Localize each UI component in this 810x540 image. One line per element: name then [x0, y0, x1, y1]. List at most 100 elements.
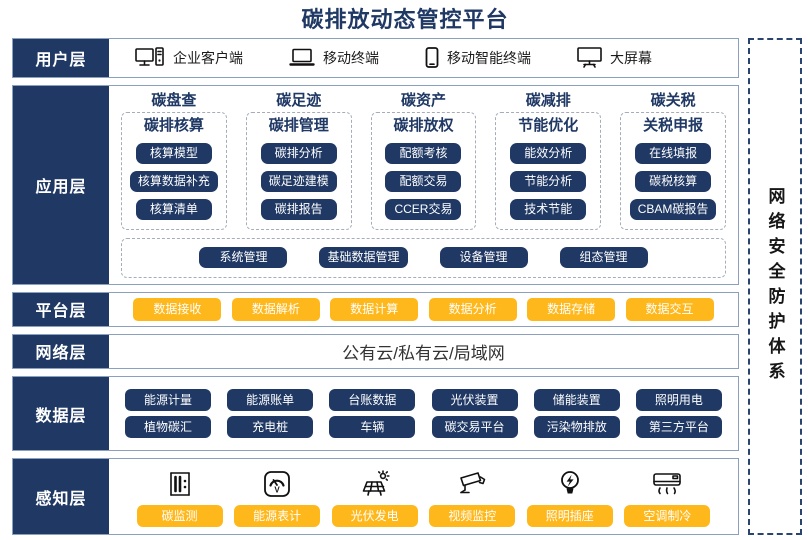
data-source-pill: 碳交易平台 [431, 416, 518, 439]
app-column-subtitle: 关税申报 [643, 116, 704, 134]
light-bulb-icon [559, 464, 581, 498]
app-column-subtitle: 节能优化 [518, 116, 579, 134]
desktop-pc-icon [135, 47, 165, 68]
app-function-pill: 技术节能 [510, 198, 587, 220]
network-layer-content: 公有云/私有云/局域网 [342, 343, 505, 363]
layer-row-user: 用户层 企业客户端 移动终端 [12, 38, 739, 78]
user-item-label: 企业客户端 [173, 49, 243, 66]
sense-item-air-conditioning: 空调制冷 [624, 464, 711, 528]
security-system-label: 网络安全防护体系 [765, 186, 785, 387]
energy-meter-icon: V [263, 464, 291, 498]
app-column-box: 碳排核算 核算模型 核算数据补充 核算清单 [121, 111, 227, 230]
sense-label: 空调制冷 [624, 505, 711, 528]
data-layer-label: 数据层 [13, 376, 109, 451]
platform-pill: 数据交互 [625, 297, 714, 321]
app-column-title: 碳关税 [650, 91, 696, 109]
user-item-mobile-terminal: 移动终端 [289, 48, 379, 68]
app-column-title: 碳足迹 [276, 91, 322, 109]
layer-stack: 用户层 企业客户端 移动终端 [12, 38, 739, 536]
data-source-row: 能源计量 能源账单 台账数据 光伏装置 储能装置 照明用电 [125, 388, 722, 411]
data-source-pill: 能源计量 [125, 388, 211, 411]
user-item-label: 移动智能终端 [447, 49, 531, 66]
layer-row-perception: 感知层 碳监测 V 能源表计 [12, 458, 739, 536]
user-item-smart-mobile-terminal: 移动智能终端 [425, 47, 531, 69]
app-layer-label: 应用层 [13, 85, 109, 284]
app-function-pill: 核算清单 [135, 198, 212, 220]
app-function-pill: 核算模型 [135, 142, 212, 164]
data-layer-content: 能源计量 能源账单 台账数据 光伏装置 储能装置 照明用电 植物碳汇 充电桩 车… [109, 377, 738, 451]
data-source-pill: 污染物排放 [533, 416, 620, 439]
app-columns: 碳盘查 碳排核算 核算模型 核算数据补充 核算清单 碳足迹 碳排管理 [121, 92, 726, 230]
app-function-pill: 在线填报 [635, 142, 712, 164]
data-source-pill: 充电桩 [227, 416, 314, 439]
layer-row-application: 应用层 碳盘查 碳排核算 核算模型 核算数据补充 核算清单 [12, 84, 739, 285]
data-source-pill: 能源账单 [227, 388, 314, 411]
user-layer-content: 企业客户端 移动终端 移动智能终端 [109, 39, 738, 77]
layer-row-data: 数据层 能源计量 能源账单 台账数据 光伏装置 储能装置 照明用电 植物碳汇 充… [12, 375, 739, 452]
data-source-row: 植物碳汇 充电桩 车辆 碳交易平台 污染物排放 第三方平台 [125, 416, 722, 439]
app-management-pill: 基础数据管理 [319, 247, 408, 269]
data-source-pill: 第三方平台 [635, 416, 722, 439]
data-source-pill: 台账数据 [329, 388, 416, 411]
sense-label: 碳监测 [136, 505, 223, 528]
user-item-label: 大屏幕 [610, 49, 652, 66]
data-source-pill: 照明用电 [635, 388, 722, 411]
air-conditioner-icon [652, 464, 682, 498]
user-item-enterprise-client: 企业客户端 [135, 47, 243, 68]
cctv-camera-icon [457, 464, 487, 498]
svg-text:V: V [274, 486, 280, 495]
app-function-pill: 配额交易 [385, 170, 462, 192]
platform-layer-content: 数据接收 数据解析 数据计算 数据分析 数据存储 数据交互 [109, 293, 738, 326]
app-column-box: 关税申报 在线填报 碳税核算 CBAM碳报告 [620, 111, 726, 230]
app-column-carbon-tariff: 碳关税 关税申报 在线填报 碳税核算 CBAM碳报告 [620, 92, 726, 230]
app-column-box: 碳排放权 配额考核 配额交易 CCER交易 [370, 111, 477, 230]
app-column-subtitle: 碳排放权 [393, 116, 454, 134]
app-function-pill: 核算数据补充 [129, 170, 218, 192]
app-column-carbon-asset: 碳资产 碳排放权 配额考核 配额交易 CCER交易 [370, 91, 477, 230]
platform-pill: 数据存储 [527, 297, 616, 321]
sense-item-solar-power: 光伏发电 [331, 464, 418, 528]
layer-row-network: 网络层 公有云/私有云/局域网 [12, 333, 739, 369]
platform-pill: 数据分析 [428, 297, 517, 321]
app-column-subtitle: 碳排管理 [268, 116, 329, 134]
app-management-pill: 设备管理 [439, 247, 528, 269]
sense-item-video-surveillance: 视频监控 [429, 464, 516, 528]
sense-label: 光伏发电 [331, 505, 418, 528]
data-source-pill: 车辆 [329, 416, 416, 439]
user-item-big-screen: 大屏幕 [577, 47, 652, 69]
app-function-pill: 配额考核 [385, 142, 462, 164]
platform-layer-label: 平台层 [13, 292, 109, 326]
diagram-body: 用户层 企业客户端 移动终端 [12, 38, 802, 536]
perception-layer-content: 碳监测 V 能源表计 光伏发电 [109, 459, 738, 534]
sense-label: 照明插座 [526, 505, 613, 528]
app-function-pill: 碳排分析 [260, 142, 337, 164]
page-title: 碳排放动态管控平台 [301, 7, 509, 32]
platform-pill: 数据计算 [330, 297, 419, 321]
app-column-carbon-inventory: 碳盘查 碳排核算 核算模型 核算数据补充 核算清单 [121, 92, 227, 230]
app-function-pill: CBAM碳报告 [629, 198, 717, 220]
app-column-carbon-footprint: 碳足迹 碳排管理 碳排分析 碳足迹建模 碳排报告 [245, 91, 352, 230]
app-column-title: 碳减排 [525, 91, 571, 109]
app-function-pill: 碳税核算 [635, 170, 712, 192]
layer-row-platform: 平台层 数据接收 数据解析 数据计算 数据分析 数据存储 数据交互 [12, 291, 739, 327]
security-system-panel: 网络安全防护体系 [748, 38, 802, 535]
platform-pill: 数据解析 [231, 297, 320, 321]
user-layer-label: 用户层 [13, 39, 109, 77]
app-management-pill: 系统管理 [199, 247, 288, 269]
perception-layer-label: 感知层 [13, 459, 109, 535]
solar-panel-icon [360, 464, 390, 498]
data-source-pill: 储能装置 [533, 388, 620, 411]
user-item-label: 移动终端 [323, 49, 379, 66]
app-layer-content: 碳盘查 碳排核算 核算模型 核算数据补充 核算清单 碳足迹 碳排管理 [109, 86, 738, 284]
sense-item-energy-meter: V 能源表计 [234, 464, 321, 528]
sense-item-lighting-socket: 照明插座 [526, 464, 613, 528]
laptop-icon [289, 48, 315, 67]
app-column-title: 碳资产 [400, 91, 446, 109]
sense-label: 视频监控 [429, 505, 516, 528]
data-source-pill: 光伏装置 [431, 388, 518, 411]
app-function-pill: 碳足迹建模 [260, 170, 337, 192]
smartphone-icon [425, 47, 439, 69]
app-function-pill: 碳排报告 [260, 198, 337, 220]
sense-label: 能源表计 [234, 505, 321, 528]
